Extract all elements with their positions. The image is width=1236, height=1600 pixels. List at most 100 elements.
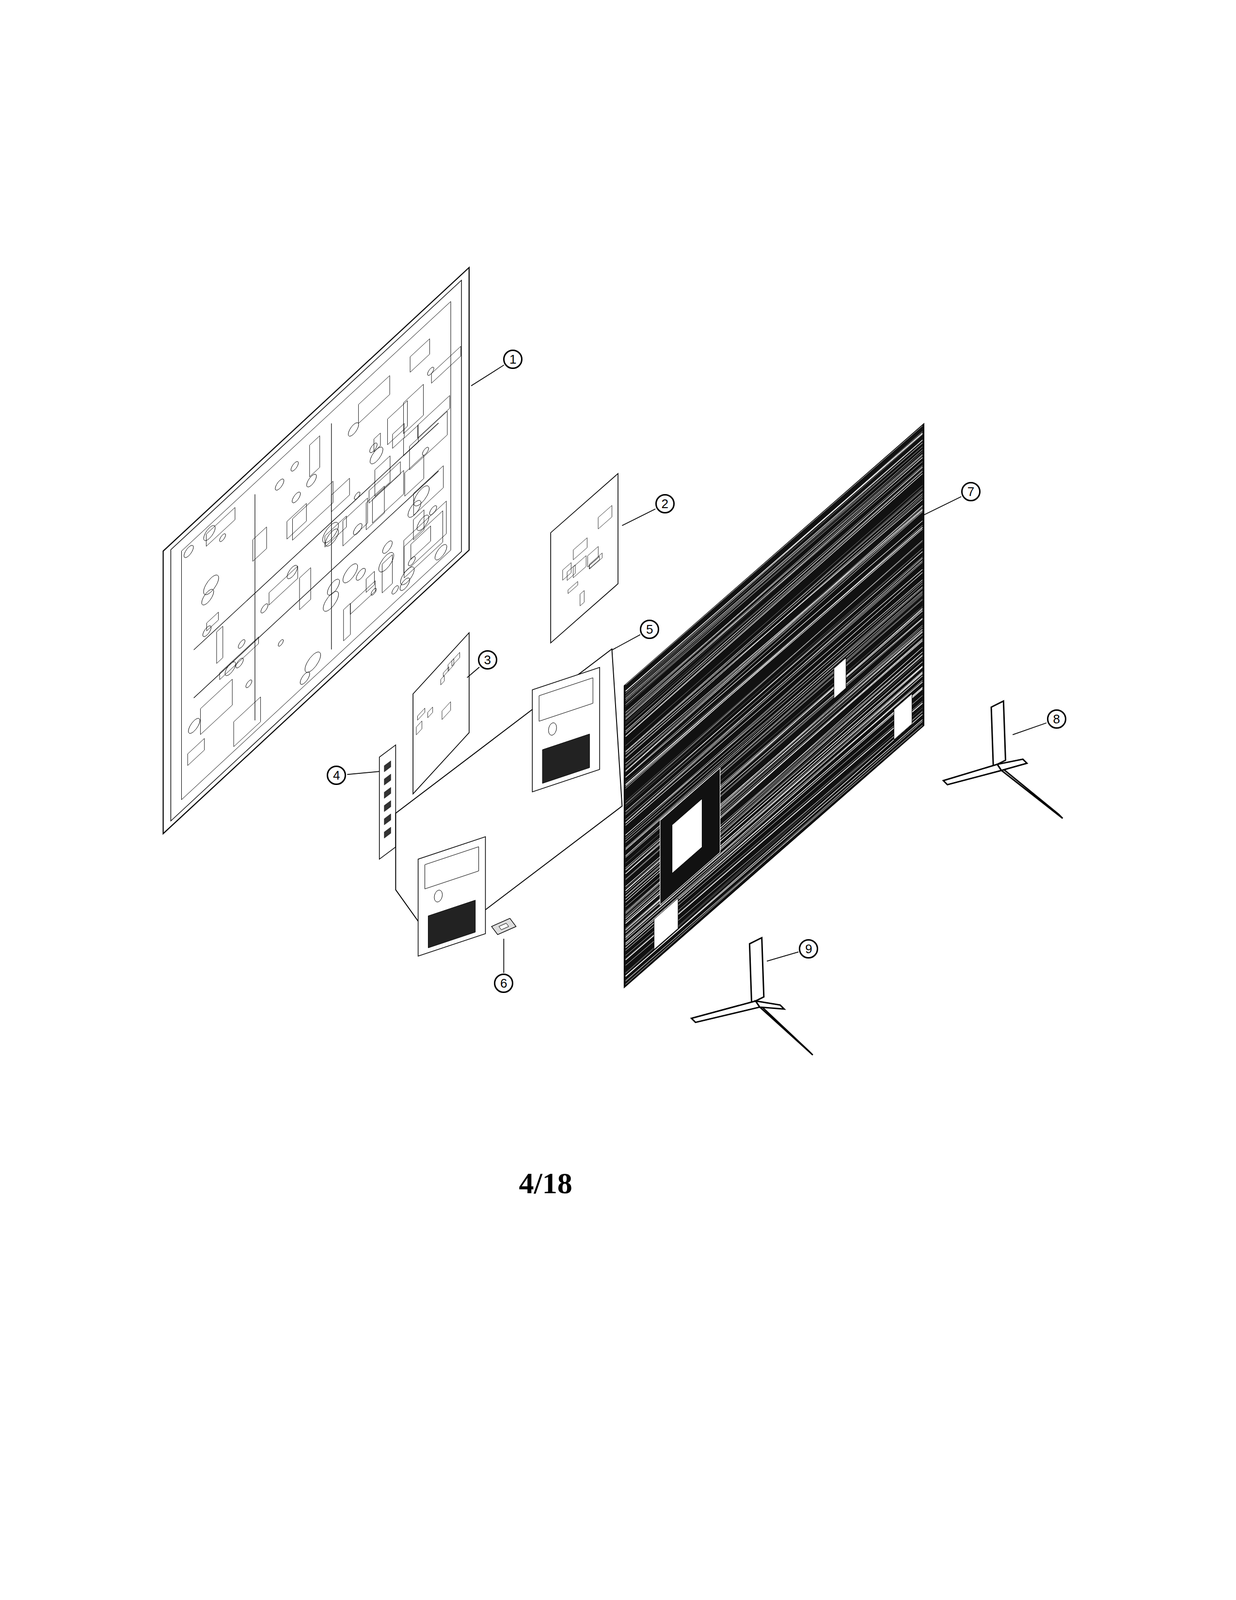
chassis-hole	[408, 554, 416, 568]
stand-foot	[943, 763, 1002, 785]
cover-streak	[625, 470, 923, 734]
cover-streak	[625, 663, 923, 926]
callout-text: 3	[483, 653, 491, 666]
chassis-hole	[413, 481, 430, 510]
cover-streak	[625, 455, 923, 718]
chassis-hole	[224, 658, 236, 679]
cover-streak	[625, 457, 923, 722]
cover-streak	[625, 510, 923, 772]
chassis-hole	[322, 517, 339, 547]
stand-foot	[755, 1000, 813, 1055]
chassis-detail	[331, 477, 350, 512]
bar-button	[384, 813, 391, 825]
cover-streak	[625, 546, 923, 809]
rear-cover	[624, 423, 925, 988]
callout-text: 6	[500, 976, 508, 990]
cover-streak	[625, 444, 923, 707]
chassis-detail	[216, 626, 223, 664]
cover-streak	[625, 425, 923, 686]
cover-streak	[625, 668, 923, 932]
chassis-detail	[342, 497, 368, 546]
chassis-detail	[372, 470, 404, 523]
cover-streak	[625, 471, 923, 736]
chassis-hole	[290, 459, 299, 474]
speaker-top	[425, 846, 479, 889]
stand-left	[691, 937, 813, 1055]
cover-streak	[625, 442, 923, 703]
chassis-detail	[403, 384, 424, 434]
speaker-screw	[548, 721, 557, 737]
stand-foot	[755, 1000, 785, 1009]
cover-streak	[625, 657, 923, 924]
chassis-hole	[286, 562, 298, 582]
leader-line	[621, 508, 656, 526]
cover-streak	[625, 664, 923, 926]
cover-streak	[625, 675, 923, 937]
cover-streak	[625, 540, 923, 804]
callout-number: 5	[639, 619, 660, 639]
cover-streak	[625, 465, 923, 728]
clip-hole	[498, 922, 509, 930]
chassis-hole	[369, 440, 378, 455]
cover-streak	[625, 491, 923, 753]
cover-streak	[625, 666, 923, 931]
chassis-hole	[260, 601, 269, 615]
chassis-hole	[304, 647, 321, 677]
cover-streak	[625, 655, 923, 919]
cover-streak	[625, 548, 923, 814]
cover-streak	[625, 721, 923, 985]
bar-outline	[379, 744, 397, 859]
bar-button	[384, 760, 391, 772]
cover-streak	[625, 449, 923, 715]
chassis-hole	[184, 542, 194, 560]
cover-streak	[625, 587, 923, 849]
chassis-detail	[431, 346, 461, 383]
panel-outline	[163, 267, 470, 834]
cover-streak	[625, 511, 923, 777]
leader-line	[1012, 722, 1047, 735]
chassis-hole	[238, 637, 246, 650]
callout-text: 1	[509, 352, 517, 366]
cover-streak	[625, 505, 923, 771]
chassis-hole	[292, 489, 301, 506]
chassis-hole	[203, 570, 219, 599]
callout-number: 2	[655, 493, 675, 514]
cover-streak	[625, 457, 923, 720]
leader-line	[467, 666, 480, 678]
clip-body	[491, 918, 516, 935]
chassis-hole	[188, 714, 201, 737]
board-component	[562, 562, 572, 580]
cover-streak	[625, 654, 923, 917]
chassis-detail	[410, 338, 430, 373]
board-component	[573, 537, 588, 560]
board-component	[587, 546, 599, 567]
clip	[491, 918, 516, 935]
speaker	[418, 836, 486, 956]
board-component	[442, 701, 451, 720]
chassis-hole	[201, 586, 214, 609]
chassis-detail	[206, 612, 219, 632]
board-component	[598, 505, 612, 530]
chassis-detail	[368, 461, 401, 503]
leader-line	[922, 496, 962, 516]
chassis-hole	[202, 623, 211, 639]
callout-text: 7	[967, 485, 975, 498]
cover-streak	[625, 451, 923, 716]
bar-button	[384, 826, 391, 839]
callout-text: 8	[1052, 712, 1060, 726]
chassis-hole	[429, 503, 437, 517]
chassis-hole	[422, 445, 429, 458]
cover-streak	[625, 431, 923, 696]
chassis-hole	[245, 678, 252, 690]
callout-number: 7	[961, 481, 981, 502]
panel-frame	[181, 301, 451, 800]
bar-button	[384, 787, 391, 799]
chassis-detail	[409, 411, 448, 470]
cover-streak	[625, 425, 923, 685]
terminal-recess	[672, 798, 703, 873]
cover-streak	[625, 440, 923, 703]
cover-streak	[625, 700, 923, 963]
cover-streak	[625, 485, 923, 746]
bar-button	[384, 774, 391, 786]
cover-streak	[625, 586, 923, 850]
